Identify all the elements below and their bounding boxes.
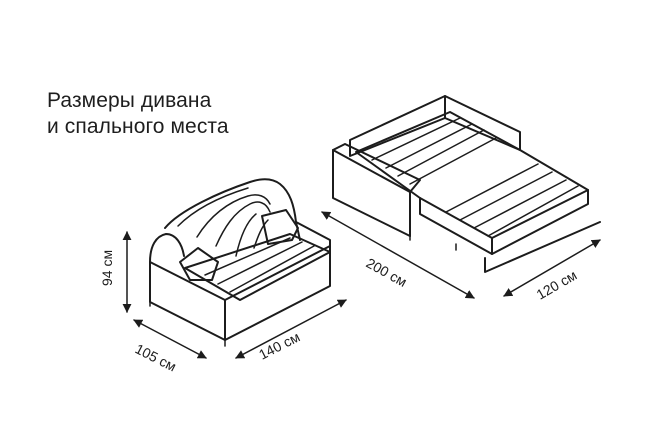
diagram-title: Размеры дивана и спального места [47,88,229,140]
dim-label-depth: 105 см [133,340,179,374]
dimension-depth: 105 см [133,319,207,375]
dim-label-width: 140 см [256,328,302,362]
dimension-width: 140 см [235,299,347,363]
dim-label-bed-width: 120 см [534,267,580,303]
folded-sofa [149,178,331,347]
unfolded-sofa [332,95,601,273]
dimension-bed-length: 200 см [321,211,475,299]
title-line-2: и спального места [47,115,229,138]
dimension-bed-width: 120 см [503,239,601,303]
dim-label-height: 94 см [99,250,115,286]
dimension-height: 94 см [99,231,132,313]
title-line-1: Размеры дивана [47,89,212,112]
dim-label-bed-length: 200 см [364,255,410,290]
